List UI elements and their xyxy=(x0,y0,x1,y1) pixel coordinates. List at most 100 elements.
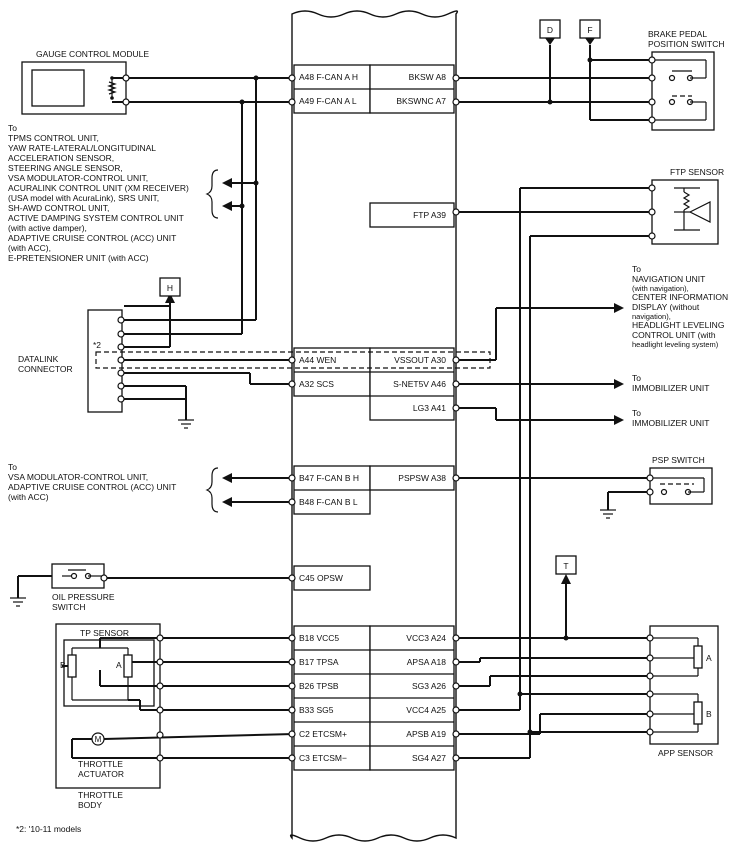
ground-icon xyxy=(10,597,26,607)
connector-pin xyxy=(117,382,125,390)
connector-pin xyxy=(117,369,125,377)
app-sensor-a-resistor xyxy=(693,645,703,669)
connector-h-box xyxy=(159,277,181,297)
immo-1-to: To xyxy=(632,373,641,383)
connector-pin xyxy=(646,690,654,698)
connector-pin xyxy=(288,658,296,666)
note-line: E-PRETENSIONER UNIT (with ACC) xyxy=(8,253,149,263)
pin-a25: VCC4 A25 xyxy=(406,705,446,715)
throttle-actuator-label-1: THROTTLE xyxy=(78,759,123,769)
app-a-label: A xyxy=(706,653,712,663)
connector-pin xyxy=(288,706,296,714)
psp-switch: PSP SWITCH xyxy=(649,455,713,505)
note-line: ADAPTIVE CRUISE CONTROL (ACC) UNIT xyxy=(8,233,176,243)
connector-h-label: H xyxy=(167,283,173,293)
arrow-up-icon xyxy=(585,38,595,45)
connector-pin xyxy=(122,74,130,82)
pin-a49: A49 F-CAN A L xyxy=(299,96,357,106)
connector-pin xyxy=(646,672,654,680)
arrow-right-icon xyxy=(614,379,624,389)
note-line: navigation), xyxy=(632,312,671,321)
note-line: SH-AWD CONTROL UNIT, xyxy=(8,203,109,213)
datalink-label-2: CONNECTOR xyxy=(18,364,73,374)
brake-pedal-switch: BRAKE PEDAL POSITION SWITCH xyxy=(648,29,725,131)
connector-pin xyxy=(288,356,296,364)
note-line: ACTIVE DAMPING SYSTEM CONTROL UNIT xyxy=(8,213,184,223)
motor-glyph: M xyxy=(95,735,102,744)
connector-pin xyxy=(288,498,296,506)
connector-pin xyxy=(288,754,296,762)
note-line: (with ACC) xyxy=(8,492,49,502)
tp-sensor-b-resistor xyxy=(67,654,77,678)
connector-pin xyxy=(646,710,654,718)
brace-icon xyxy=(205,169,219,219)
fcan-b-destinations: To VSA MODULATOR-CONTROL UNIT, ADAPTIVE … xyxy=(8,462,176,502)
connector-pin xyxy=(117,395,125,403)
throttle-body-label-1: THROTTLE xyxy=(78,790,123,800)
arrow-left-icon xyxy=(222,178,232,188)
connector-pin xyxy=(288,634,296,642)
arrow-right-icon xyxy=(614,303,624,313)
arrow-up-icon xyxy=(165,293,175,303)
note-line: (with active damper), xyxy=(8,223,87,233)
note-line: (with navigation), xyxy=(632,284,689,293)
gauge-control-module-label: GAUGE CONTROL MODULE xyxy=(36,49,149,59)
note-line: HEADLIGHT LEVELING xyxy=(632,320,724,330)
pin-a8: BKSW A8 xyxy=(409,72,447,82)
connector-d-label: D xyxy=(547,25,553,35)
note-line: DISPLAY (without xyxy=(632,302,700,312)
note-line: ACCELERATION SENSOR, xyxy=(8,153,114,163)
connector-pin xyxy=(648,184,656,192)
connector-pin xyxy=(646,474,654,482)
pin-c45: C45 OPSW xyxy=(299,573,343,583)
vssout-destinations: To NAVIGATION UNIT (with navigation), CE… xyxy=(632,264,728,349)
pin-a32: A32 SCS xyxy=(299,379,334,389)
throttle-body-label-2: BODY xyxy=(78,800,102,810)
connector-pin xyxy=(288,474,296,482)
wire-etcsm-plus xyxy=(103,733,295,740)
connector-pin xyxy=(646,654,654,662)
pin-a24: VCC3 A24 xyxy=(406,633,446,643)
app-sensor-label: APP SENSOR xyxy=(658,748,713,758)
connector-pin xyxy=(452,706,460,714)
pin-a44: A44 WEN xyxy=(299,355,336,365)
connector-pin xyxy=(117,330,125,338)
ground-icon xyxy=(600,509,616,519)
connector-pin xyxy=(452,730,460,738)
pin-a7: BKSWNC A7 xyxy=(396,96,446,106)
connector-pin xyxy=(452,98,460,106)
note-line: VSA MODULATOR-CONTROL UNIT, xyxy=(8,173,148,183)
connector-pin xyxy=(452,404,460,412)
connector-pin xyxy=(156,731,164,739)
ecm-right-pin-group xyxy=(369,64,455,771)
connector-pin xyxy=(288,574,296,582)
connector-pin xyxy=(648,208,656,216)
immo-2-label: IMMOBILIZER UNIT xyxy=(632,418,709,428)
connector-pin xyxy=(648,98,656,106)
immo-1-label: IMMOBILIZER UNIT xyxy=(632,383,709,393)
connector-pin xyxy=(117,356,125,364)
note-line: CENTER INFORMATION xyxy=(632,292,728,302)
wire-junction xyxy=(527,729,533,735)
note-line: headlight leveling system) xyxy=(632,340,719,349)
connector-pin xyxy=(648,116,656,124)
arrow-up-icon xyxy=(561,574,571,584)
connector-pin xyxy=(452,474,460,482)
connector-pin xyxy=(156,658,164,666)
pin-c3: C3 ETCSM− xyxy=(299,753,347,763)
pin-a38: PSPSW A38 xyxy=(398,473,446,483)
tp-sensor-label: TP SENSOR xyxy=(80,628,129,638)
connector-pin xyxy=(156,682,164,690)
pin-b26: B26 TPSB xyxy=(299,681,339,691)
pin-c2: C2 ETCSM+ xyxy=(299,729,347,739)
connector-pin xyxy=(117,343,125,351)
oil-pressure-label-2: SWITCH xyxy=(52,602,86,612)
pin-b18: B18 VCC5 xyxy=(299,633,339,643)
tp-sensor-a-resistor xyxy=(123,654,133,678)
connector-pin xyxy=(288,74,296,82)
ftp-resistor xyxy=(682,191,691,211)
footnote: *2: '10-11 models xyxy=(16,824,81,834)
arrow-left-icon xyxy=(222,201,232,211)
pin-a26: SG3 A26 xyxy=(412,681,446,691)
